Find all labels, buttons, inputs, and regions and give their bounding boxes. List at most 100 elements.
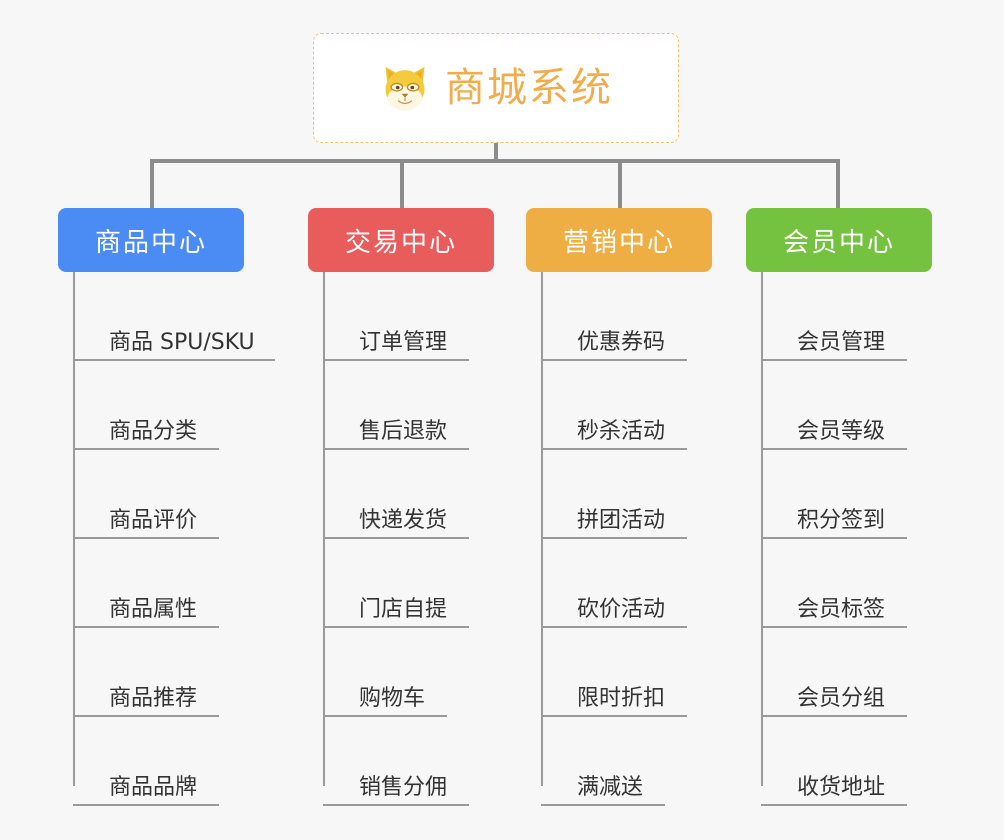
leaf-list: 订单管理 售后退款 快递发货 门店自提 购物车	[323, 272, 494, 806]
branch-spine	[541, 272, 543, 786]
list-item-label: 售后退款	[359, 418, 448, 444]
connector-root-stem	[494, 143, 498, 163]
list-item[interactable]: 快递发货	[323, 450, 494, 539]
list-item-label: 商品品牌	[109, 774, 198, 800]
leaf-rule	[541, 626, 687, 628]
list-item[interactable]: 商品属性	[73, 539, 255, 628]
leaf-rule	[761, 715, 907, 717]
leaf-rule	[761, 626, 907, 628]
list-item-label: 限时折扣	[577, 685, 666, 711]
list-item-label: 商品分类	[109, 418, 198, 444]
list-item[interactable]: 会员管理	[761, 272, 932, 361]
list-item[interactable]: 门店自提	[323, 539, 494, 628]
leaf-rule	[323, 448, 469, 450]
list-item-label: 购物车	[359, 685, 426, 711]
category-header-product-center[interactable]: 商品中心	[58, 208, 244, 272]
list-item-label: 商品 SPU/SKU	[109, 329, 255, 355]
leaf-rule	[761, 359, 907, 361]
list-item-label: 优惠券码	[577, 329, 666, 355]
list-item-label: 砍价活动	[577, 596, 666, 622]
list-item-label: 门店自提	[359, 596, 448, 622]
list-item[interactable]: 销售分佣	[323, 717, 494, 806]
list-item[interactable]: 商品 SPU/SKU	[73, 272, 275, 361]
leaf-rule	[541, 448, 687, 450]
leaf-group-trade-center: 订单管理 售后退款 快递发货 门店自提 购物车	[323, 272, 494, 806]
list-item[interactable]: 商品推荐	[73, 628, 255, 717]
list-item[interactable]: 限时折扣	[541, 628, 712, 717]
leaf-rule	[73, 448, 219, 450]
leaf-rule	[323, 626, 469, 628]
leaf-rule	[73, 359, 275, 361]
list-item[interactable]: 积分签到	[761, 450, 932, 539]
list-item[interactable]: 商品品牌	[73, 717, 255, 806]
shiba-dog-icon	[385, 66, 425, 111]
list-item[interactable]: 收货地址	[761, 717, 932, 806]
list-item-label: 拼团活动	[577, 507, 666, 533]
leaf-rule	[73, 537, 219, 539]
list-item-label: 会员分组	[797, 685, 886, 711]
list-item[interactable]: 会员标签	[761, 539, 932, 628]
list-item[interactable]: 购物车	[323, 628, 494, 717]
list-item[interactable]: 订单管理	[323, 272, 494, 361]
list-item[interactable]: 会员分组	[761, 628, 932, 717]
leaf-rule	[323, 359, 469, 361]
branch-product-center: 商品中心 商品 SPU/SKU 商品分类 商品评价 商品属	[58, 208, 275, 806]
list-item-label: 商品评价	[109, 507, 198, 533]
leaf-list: 商品 SPU/SKU 商品分类 商品评价 商品属性 商品推荐	[73, 272, 275, 806]
list-item-label: 快递发货	[359, 507, 448, 533]
leaf-rule	[541, 359, 687, 361]
leaf-rule	[73, 715, 219, 717]
list-item-label: 商品推荐	[109, 685, 198, 711]
leaf-rule	[323, 804, 469, 806]
connector-drop-3	[618, 159, 622, 208]
list-item-label: 会员标签	[797, 596, 886, 622]
branch-spine	[323, 272, 325, 786]
connector-drop-1	[150, 159, 154, 208]
list-item-label: 会员管理	[797, 329, 886, 355]
list-item[interactable]: 商品评价	[73, 450, 255, 539]
list-item[interactable]: 商品分类	[73, 361, 255, 450]
list-item-label: 销售分佣	[359, 774, 448, 800]
category-header-trade-center[interactable]: 交易中心	[308, 208, 494, 272]
list-item-label: 秒杀活动	[577, 418, 666, 444]
leaf-rule	[541, 715, 687, 717]
list-item-label: 订单管理	[359, 329, 448, 355]
category-header-label: 会员中心	[782, 227, 895, 258]
leaf-rule	[541, 804, 665, 806]
root-node-mall-system[interactable]: 商城系统	[313, 33, 679, 143]
list-item[interactable]: 会员等级	[761, 361, 932, 450]
list-item-label: 商品属性	[109, 596, 198, 622]
leaf-rule	[761, 537, 907, 539]
list-item[interactable]: 秒杀活动	[541, 361, 712, 450]
category-header-label: 营销中心	[562, 227, 675, 258]
root-node-title: 商城系统	[445, 65, 613, 111]
list-item[interactable]: 拼团活动	[541, 450, 712, 539]
leaf-group-member-center: 会员管理 会员等级 积分签到 会员标签 会员分组	[761, 272, 932, 806]
leaf-group-marketing-center: 优惠券码 秒杀活动 拼团活动 砍价活动 限时折扣	[541, 272, 712, 806]
connector-horizontal-bar	[150, 159, 840, 163]
leaf-rule	[323, 715, 447, 717]
branch-spine	[761, 272, 763, 786]
branch-spine	[73, 272, 75, 786]
leaf-rule	[73, 626, 219, 628]
list-item[interactable]: 优惠券码	[541, 272, 712, 361]
connector-drop-4	[836, 159, 840, 208]
list-item-label: 积分签到	[797, 507, 886, 533]
list-item[interactable]: 售后退款	[323, 361, 494, 450]
branch-trade-center: 交易中心 订单管理 售后退款 快递发货 门店自提	[308, 208, 494, 806]
category-header-label: 商品中心	[94, 227, 207, 258]
list-item-label: 收货地址	[797, 774, 886, 800]
leaf-list: 会员管理 会员等级 积分签到 会员标签 会员分组	[761, 272, 932, 806]
list-item-label: 会员等级	[797, 418, 886, 444]
category-header-label: 交易中心	[344, 227, 457, 258]
leaf-group-product-center: 商品 SPU/SKU 商品分类 商品评价 商品属性 商品推荐	[73, 272, 275, 806]
category-header-member-center[interactable]: 会员中心	[746, 208, 932, 272]
category-header-marketing-center[interactable]: 营销中心	[526, 208, 712, 272]
connector-drop-2	[400, 159, 404, 208]
list-item[interactable]: 满减送	[541, 717, 712, 806]
leaf-rule	[761, 804, 907, 806]
leaf-list: 优惠券码 秒杀活动 拼团活动 砍价活动 限时折扣	[541, 272, 712, 806]
leaf-rule	[323, 537, 469, 539]
list-item-label: 满减送	[577, 774, 644, 800]
list-item[interactable]: 砍价活动	[541, 539, 712, 628]
